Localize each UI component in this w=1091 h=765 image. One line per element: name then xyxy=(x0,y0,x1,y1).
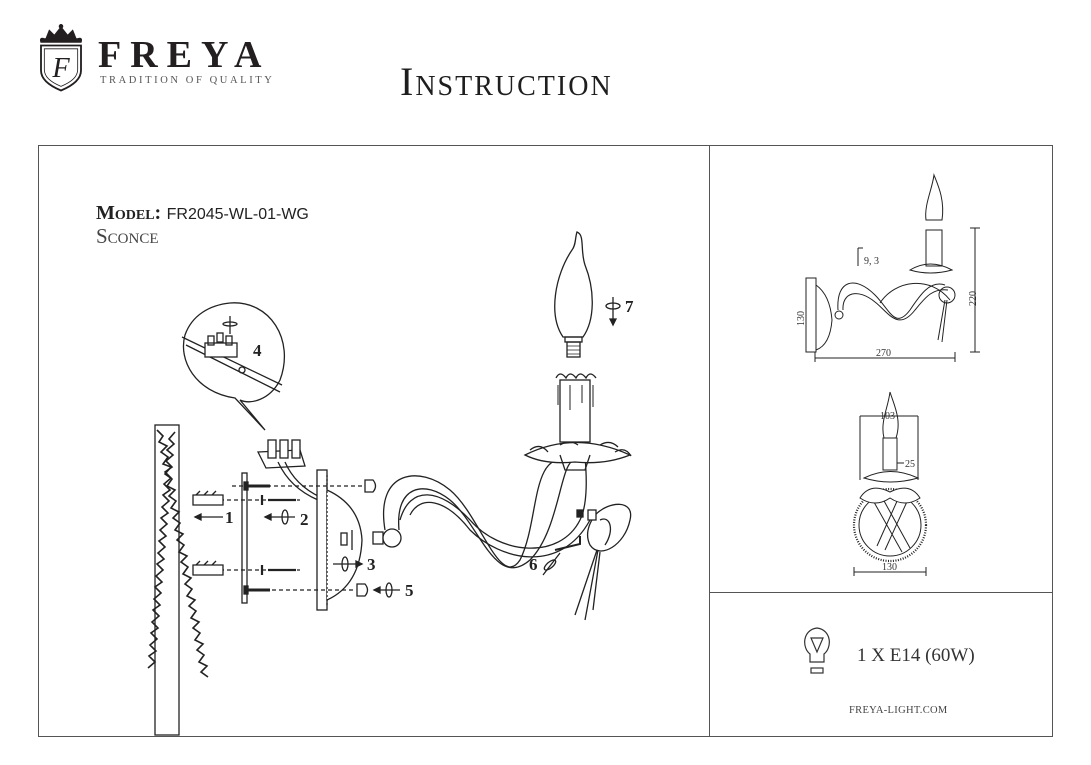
screw-icon xyxy=(243,481,296,595)
bulb-spec: 1 X E14 (60W) xyxy=(857,645,975,666)
step-number-7: 7 xyxy=(625,297,634,316)
side-view-drawing: 9, 3 270 220 130 xyxy=(796,173,980,362)
model-number: FR2045-WL-01-WG xyxy=(166,206,309,223)
model-line: Model: FR2045-WL-01-WG xyxy=(96,203,309,223)
brand-tagline: TRADITION OF QUALITY xyxy=(100,75,275,86)
light-bulb-icon xyxy=(804,627,830,674)
horizontal-divider xyxy=(709,592,1053,594)
decorative-cap-icon xyxy=(356,479,377,597)
bow-ornament-icon xyxy=(574,503,632,621)
screw-rotate-icon xyxy=(333,556,364,572)
canopy-icon xyxy=(316,469,363,611)
front-view-drawing: 103 25 130 xyxy=(852,391,928,576)
arrow-left-icon xyxy=(193,512,223,522)
content-frame xyxy=(38,145,1053,737)
shield-icon xyxy=(40,44,82,92)
step-number-2: 2 xyxy=(300,510,309,529)
assembly-diagram: 1 2 3 4 5 6 7 xyxy=(147,231,634,736)
dim-arm-thickness: 9, 3 xyxy=(864,256,879,267)
screw-rotate-icon xyxy=(372,582,400,598)
hex-key-rotate-icon xyxy=(542,536,581,576)
dim-top-width: 103 xyxy=(880,411,895,422)
page-title: Instruction xyxy=(400,59,613,104)
wall-anchor-icon xyxy=(192,490,224,576)
brand-logo-icon: F xyxy=(39,24,83,92)
terminal-block-icon xyxy=(256,439,328,501)
step-number-4: 4 xyxy=(253,341,262,360)
dim-height: 220 xyxy=(968,291,979,306)
candle-cup-icon xyxy=(523,373,632,471)
model-label: Model: xyxy=(96,202,162,224)
wiring-detail-callout xyxy=(181,302,285,431)
dim-width: 270 xyxy=(876,348,891,359)
step-number-5: 5 xyxy=(405,581,414,600)
svg-text:F: F xyxy=(51,53,70,84)
step-number-1: 1 xyxy=(225,508,234,527)
dim-base-width: 130 xyxy=(882,562,897,573)
mounting-plate xyxy=(241,472,248,604)
step-number-3: 3 xyxy=(367,555,376,574)
website-link[interactable]: FREYA-LIGHT.COM xyxy=(849,705,948,716)
vertical-divider xyxy=(709,145,711,737)
crown-icon xyxy=(39,24,83,43)
product-type: Sconce xyxy=(96,224,159,248)
screw-rotate-icon xyxy=(263,509,295,525)
bulb-screw-in-icon xyxy=(605,297,621,327)
flame-bulb-icon xyxy=(554,231,593,358)
step-number-6: 6 xyxy=(529,555,538,574)
wall-icon xyxy=(147,424,209,736)
brand-name: FREYA xyxy=(98,34,271,76)
dim-candle-diameter: 25 xyxy=(905,459,915,470)
lamp-arm-icon xyxy=(372,454,591,569)
dim-base-height: 130 xyxy=(796,311,807,326)
